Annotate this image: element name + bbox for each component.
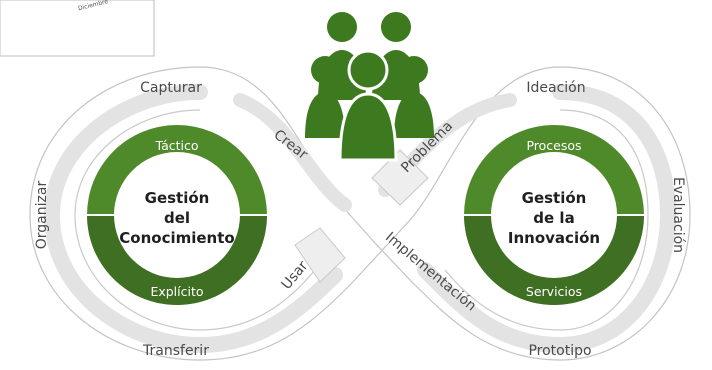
knowledge-ring-center — [114, 152, 240, 278]
inner-rail-right — [444, 109, 649, 331]
knowledge-title-3: Conocimiento — [119, 229, 234, 247]
track-band-cross-a — [233, 93, 352, 212]
label-tactico: Táctico — [155, 138, 199, 153]
label-organizar: Organizar — [34, 181, 50, 250]
innovation-ring — [463, 125, 645, 305]
label-usar: Usar — [279, 258, 312, 293]
track-band-right — [417, 84, 677, 354]
label-ideacion: Ideación — [526, 80, 585, 96]
label-evaluacion: Evaluación — [670, 177, 686, 253]
knowledge-title-1: Gestión — [145, 189, 210, 207]
label-procesos: Procesos — [526, 138, 581, 153]
innovation-ring-center — [491, 152, 617, 278]
innovation-title-1: Gestión — [522, 189, 587, 207]
infinity-track — [29, 66, 691, 361]
label-prototipo: Prototipo — [528, 343, 591, 359]
label-servicios: Servicios — [526, 284, 582, 299]
corner-paper: Diciembre — [0, 0, 155, 57]
label-implementacion: Implementación — [382, 229, 479, 314]
inner-slot-left — [294, 227, 346, 283]
people-group-icon — [305, 12, 434, 162]
innovation-title-3: Innovación — [508, 229, 600, 247]
inner-rail-left — [74, 109, 316, 331]
label-explicito: Explícito — [150, 284, 203, 299]
track-band-left — [43, 84, 343, 354]
outer-rail — [29, 66, 691, 361]
knowledge-title-2: del — [164, 209, 190, 227]
label-transferir: Transferir — [142, 343, 209, 359]
innovation-title-2: de la — [533, 209, 574, 227]
knowledge-ring — [86, 125, 268, 305]
label-capturar: Capturar — [140, 80, 202, 96]
